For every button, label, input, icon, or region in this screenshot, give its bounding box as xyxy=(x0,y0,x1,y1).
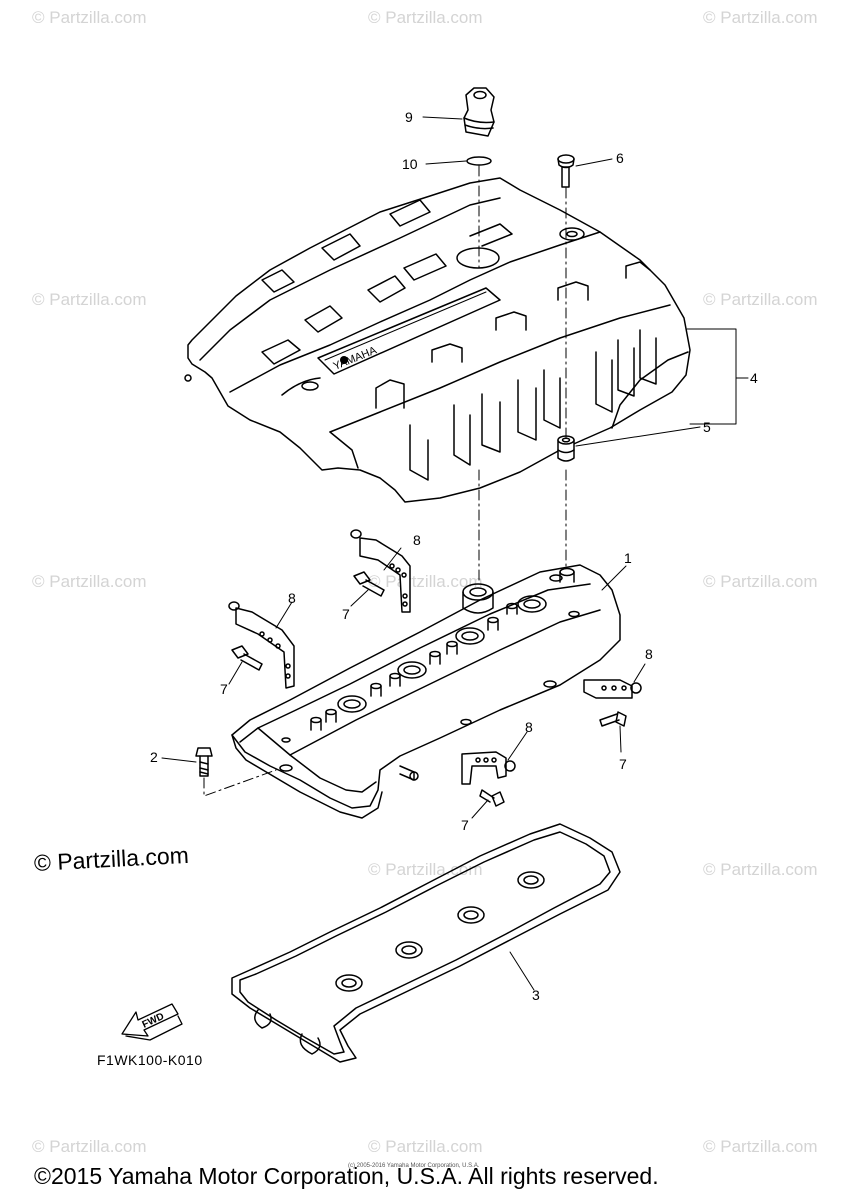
engine-top-cover xyxy=(184,177,691,503)
diagram-reference-code: F1WK100-K010 xyxy=(97,1052,203,1068)
watermark: © Partzilla.com xyxy=(703,1137,818,1156)
bolt-lower xyxy=(479,789,505,807)
callout-10: 10 xyxy=(402,156,418,172)
bolt-right xyxy=(599,711,627,727)
watermark: © Partzilla.com xyxy=(368,572,483,591)
watermark: © Partzilla.com xyxy=(32,1137,147,1156)
callout-7-lower: 7 xyxy=(461,817,469,833)
grommet xyxy=(557,435,575,462)
callout-8-left: 8 xyxy=(288,590,296,606)
callout-8-upper: 8 xyxy=(413,532,421,548)
watermark: © Partzilla.com xyxy=(32,290,147,309)
watermark: © Partzilla.com xyxy=(368,1137,483,1156)
watermark: © Partzilla.com xyxy=(368,860,483,879)
yamaha-emblem-icon xyxy=(340,356,348,364)
fwd-label: FWD xyxy=(141,1011,166,1031)
watermark: © Partzilla.com xyxy=(703,572,818,591)
bracket-upper xyxy=(350,529,411,613)
head-cover-gasket xyxy=(231,823,621,1063)
bolt-left xyxy=(231,645,263,671)
watermark: © Partzilla.com xyxy=(32,8,147,27)
callout-7-right: 7 xyxy=(619,756,627,772)
callout-2: 2 xyxy=(150,749,158,765)
watermark: © Partzilla.com xyxy=(368,8,483,27)
bolt-upper xyxy=(353,571,385,597)
bracket-lower xyxy=(461,751,516,785)
bracket-right xyxy=(583,679,642,699)
cover-bolt xyxy=(195,747,213,777)
callout-3: 3 xyxy=(532,987,540,1003)
o-ring xyxy=(466,156,492,166)
callout-1: 1 xyxy=(624,550,632,566)
watermark: © Partzilla.com xyxy=(32,572,147,591)
assembly-centerlines xyxy=(203,165,567,797)
callout-9: 9 xyxy=(405,109,413,125)
cylinder-head-cover xyxy=(231,564,621,819)
callout-8-right: 8 xyxy=(645,646,653,662)
callout-6: 6 xyxy=(616,150,624,166)
watermark: © Partzilla.com xyxy=(703,290,818,309)
callout-4: 4 xyxy=(750,370,758,386)
watermark: © Partzilla.com xyxy=(703,8,818,27)
callout-5: 5 xyxy=(703,419,711,435)
leader-lines xyxy=(161,116,749,991)
bracket-left xyxy=(228,601,295,689)
copyright-notice: ©2015 Yamaha Motor Corporation, U.S.A. A… xyxy=(34,1163,659,1189)
tiny-copyright: (c) 2005-2016 Yamaha Motor Corporation, … xyxy=(348,1163,480,1169)
forward-direction-arrow xyxy=(121,1003,183,1041)
cover-screw xyxy=(557,154,575,188)
callout-7-upper: 7 xyxy=(342,606,350,622)
callout-7-left: 7 xyxy=(220,681,228,697)
watermark: © Partzilla.com xyxy=(703,860,818,879)
callout-8-lower: 8 xyxy=(525,719,533,735)
oil-filler-cap xyxy=(463,87,495,137)
